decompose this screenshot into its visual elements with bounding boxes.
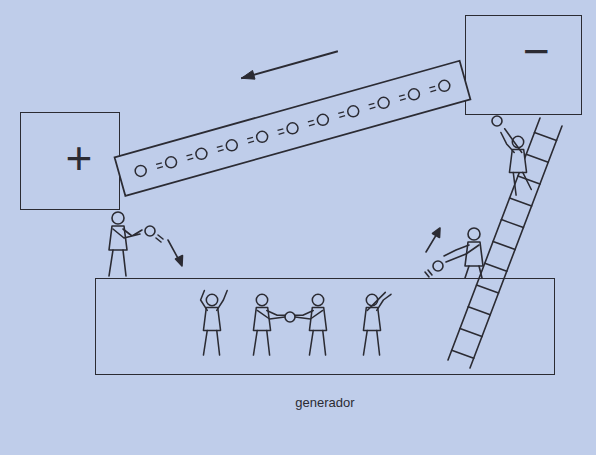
motion-marks [278, 129, 285, 134]
terminal-box: + [20, 112, 120, 210]
person-arms [201, 291, 228, 311]
person-arms [257, 310, 286, 319]
charge-ball [196, 148, 207, 159]
motion-marks [399, 95, 406, 100]
charge-ball [166, 157, 177, 168]
person-body [109, 226, 127, 250]
box-caption: generador [96, 396, 554, 409]
charge-ball [257, 131, 268, 142]
person-body [509, 150, 526, 173]
person-figure [501, 129, 531, 196]
person-head [312, 294, 323, 305]
person-figure [253, 294, 286, 355]
motion-marks [369, 103, 376, 108]
charge-ball [145, 226, 155, 236]
motion-marks [308, 120, 315, 125]
person-body [465, 242, 483, 266]
person-head [256, 294, 267, 305]
charge-ball [135, 165, 146, 176]
person-legs [203, 330, 219, 355]
person-body [203, 308, 220, 331]
person-head [366, 294, 377, 305]
charge-ball [285, 312, 295, 322]
motion-marks [156, 163, 163, 168]
person-head [468, 228, 480, 240]
motion-marks [338, 112, 345, 117]
person-body [309, 308, 326, 331]
person-legs [363, 330, 379, 355]
generator-box: generador [95, 278, 555, 375]
motion-marks [186, 154, 193, 159]
polarity-sign: + [66, 135, 93, 181]
person-arms [444, 245, 479, 262]
person-arms [293, 310, 322, 319]
person-arms [113, 229, 142, 238]
charge-ball [408, 89, 419, 100]
person-legs [513, 172, 531, 195]
person-head [512, 136, 523, 147]
ladder-rung [452, 133, 557, 359]
terminal-box: − [465, 15, 582, 115]
tube-outline [115, 61, 471, 196]
person-legs [253, 330, 269, 355]
charge-ball [348, 106, 359, 117]
person-figure [444, 228, 483, 278]
charge-ball [317, 114, 328, 125]
person-body [253, 308, 270, 331]
flow-arrow-line [241, 51, 338, 78]
charge-ball [439, 80, 450, 91]
motion-marks [247, 137, 254, 142]
person-figure [293, 294, 326, 355]
person-figure [363, 292, 391, 355]
charge-ball [287, 123, 298, 134]
person-legs [465, 266, 482, 278]
charge-ball [378, 97, 389, 108]
person-legs [109, 250, 126, 276]
person-head [112, 212, 124, 224]
charge-ball [492, 116, 502, 126]
charge-ball [226, 140, 237, 151]
motion-arrow [426, 232, 438, 252]
motion-arrow [168, 240, 180, 262]
motion-marks [217, 146, 224, 151]
motion-marks [156, 235, 163, 242]
illustration [109, 116, 562, 368]
person-figure [201, 291, 228, 356]
charge-ball [433, 261, 443, 271]
motion-arrowhead [433, 228, 441, 238]
person-head [206, 294, 217, 305]
ladder-rail [448, 118, 562, 368]
person-figure [109, 212, 142, 276]
motion-arrowhead [176, 256, 183, 267]
polarity-sign: − [523, 28, 550, 74]
person-body [363, 308, 380, 331]
motion-marks [425, 270, 432, 277]
person-arms [367, 292, 391, 310]
flow-arrowhead [241, 70, 255, 79]
ladder [448, 118, 562, 368]
motion-marks [429, 86, 436, 91]
person-legs [309, 330, 325, 355]
person-arms [501, 129, 522, 153]
charge-tube [115, 51, 471, 196]
